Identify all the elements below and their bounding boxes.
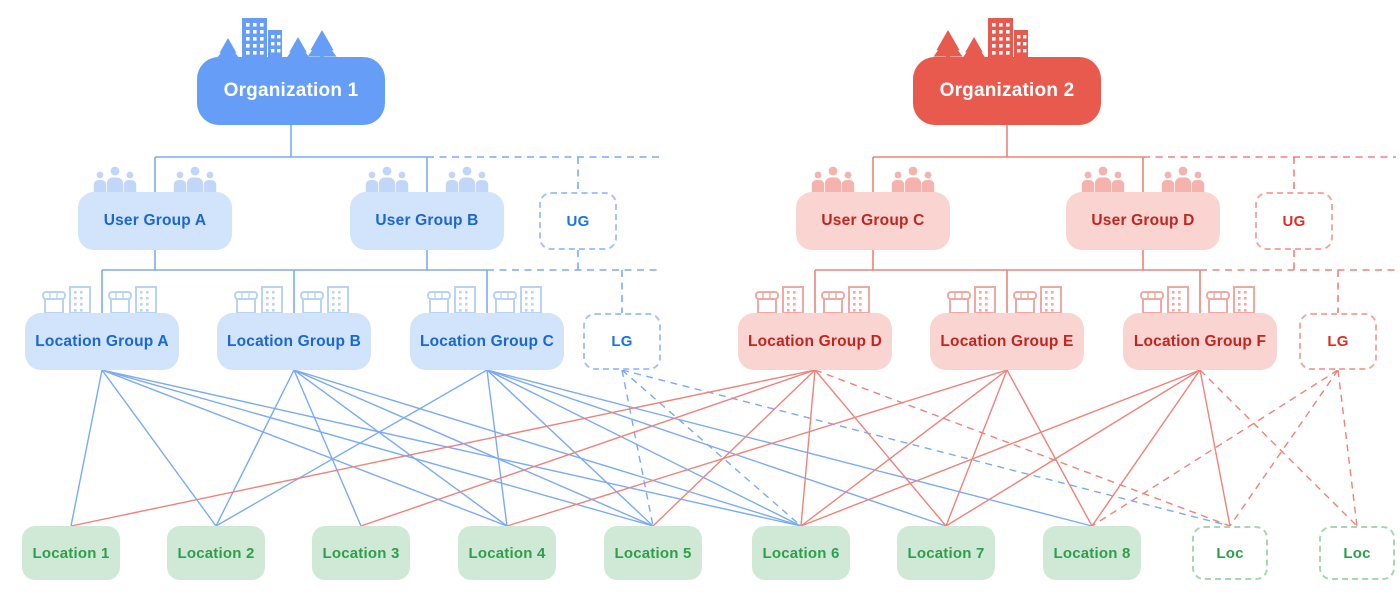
loc-5-box: Location 5 (604, 526, 702, 580)
ug-c-box: User Group C (796, 192, 950, 250)
edge-lg-d-loc-6 (800, 369, 816, 527)
node-label: LG (1327, 333, 1349, 350)
loc-4-box: Location 4 (458, 526, 556, 580)
node-label: User Group C (821, 212, 925, 229)
lg-more-red-box: LG (1299, 313, 1377, 370)
ug-more-blue-box: UG (539, 192, 617, 250)
edge-lg-e-loc-4 (506, 369, 1008, 527)
node-label: Location Group C (419, 332, 555, 350)
edge-lg-f-loc-7 (945, 369, 1201, 527)
edge-lg-more-red-loc-8 (1091, 369, 1339, 527)
edge-lg-e-loc-7 (945, 369, 1008, 527)
node-label: Location 5 (614, 544, 692, 562)
lg-c-box: Location Group C (410, 313, 564, 370)
node-label: Organization 2 (939, 80, 1075, 101)
node-label: User Group B (375, 212, 479, 229)
org1-box: Organization 1 (197, 57, 385, 125)
edge-lg-more-red-loc-more-1 (1229, 369, 1339, 527)
node-label: Location 3 (322, 544, 400, 562)
node-label: Location 7 (907, 544, 985, 562)
edge-lg-a-loc-1 (70, 369, 103, 527)
node-label: Location Group E (940, 332, 1074, 350)
lg-f-box: Location Group F (1123, 313, 1277, 370)
lg-a-box: Location Group A (25, 313, 179, 370)
loc-2-box: Location 2 (167, 526, 265, 580)
ug-b-box: User Group B (350, 192, 504, 250)
edge-lg-c-loc-8 (486, 369, 1093, 527)
node-label: Location Group B (226, 332, 362, 350)
node-label: UG (566, 212, 590, 230)
edge-lg-e-loc-6 (800, 369, 1008, 527)
edge-lg-c-loc-2 (215, 369, 488, 527)
loc-more-1-box: Loc (1192, 526, 1268, 580)
edge-lg-d-loc-more-1 (814, 369, 1231, 527)
edge-lg-more-blue-loc-more-1 (621, 369, 1231, 527)
node-label: Location Group F (1133, 332, 1267, 350)
node-label: Location Group D (747, 332, 883, 350)
lg-d-box: Location Group D (738, 313, 892, 370)
lg-b-box: Location Group B (217, 313, 371, 370)
edge-lg-more-red-loc-more-2 (1337, 369, 1358, 527)
edge-lg-b-loc-2 (215, 369, 295, 527)
edge-lg-c-loc-5 (486, 369, 654, 527)
node-label: UG (1282, 212, 1306, 230)
node-label: Organization 1 (223, 80, 359, 101)
edge-lg-more-blue-loc-5 (621, 369, 654, 527)
node-label: Location Group A (35, 332, 169, 350)
edge-lg-d-loc-7 (814, 369, 947, 527)
loc-6-box: Location 6 (752, 526, 850, 580)
edge-lg-f-loc-6 (800, 369, 1201, 527)
node-label: Loc (1343, 544, 1371, 562)
lg-more-blue-box: LG (583, 313, 661, 370)
edge-lg-a-loc-2 (101, 369, 217, 527)
edge-lg-a-loc-6 (101, 369, 802, 527)
node-label: User Group A (103, 212, 207, 229)
node-label: Location 2 (177, 544, 255, 562)
loc-1-box: Location 1 (22, 526, 120, 580)
edge-lg-c-loc-6 (486, 369, 802, 527)
node-label: Location 6 (762, 544, 840, 562)
edge-lg-b-loc-3 (293, 369, 362, 527)
edge-lg-c-loc-4 (486, 369, 508, 527)
edge-lg-c-loc-7 (486, 369, 947, 527)
edge-lg-d-loc-1 (70, 369, 816, 527)
edge-lg-a-loc-4 (101, 369, 508, 527)
ug-more-red-box: UG (1255, 192, 1333, 250)
edge-lg-b-loc-5 (293, 369, 654, 527)
node-label: Location 4 (468, 544, 546, 562)
edge-lg-b-loc-6 (293, 369, 802, 527)
loc-8-box: Location 8 (1043, 526, 1141, 580)
node-label: User Group D (1091, 212, 1195, 229)
edge-lg-f-loc-8 (1091, 369, 1201, 527)
edge-lg-e-loc-8 (1006, 369, 1093, 527)
edge-lg-d-loc-3 (360, 369, 816, 527)
loc-7-box: Location 7 (897, 526, 995, 580)
loc-3-box: Location 3 (312, 526, 410, 580)
lg-e-box: Location Group E (930, 313, 1084, 370)
loc-more-2-box: Loc (1319, 526, 1395, 580)
edge-lg-d-loc-5 (652, 369, 816, 527)
ug-a-box: User Group A (78, 192, 232, 250)
node-label: Location 8 (1053, 544, 1131, 562)
edge-lg-b-loc-4 (293, 369, 508, 527)
ug-d-box: User Group D (1066, 192, 1220, 250)
node-label: Loc (1216, 544, 1244, 562)
org2-box: Organization 2 (913, 57, 1101, 125)
edge-lg-f-loc-more-1 (1199, 369, 1231, 527)
edge-lg-more-blue-loc-6 (621, 369, 802, 527)
edge-lg-a-loc-5 (101, 369, 654, 527)
node-label: LG (611, 333, 633, 350)
node-label: Location 1 (32, 544, 110, 562)
edge-lg-f-loc-more-2 (1199, 369, 1358, 527)
